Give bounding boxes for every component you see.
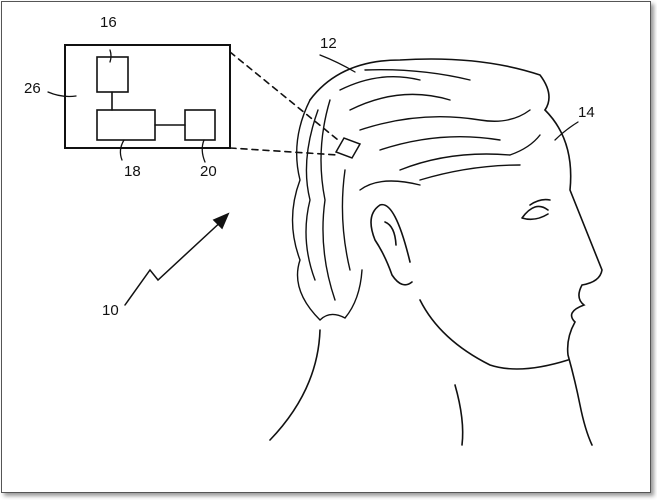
- component-20-box: [184, 109, 216, 141]
- leader-lines: [47, 49, 579, 163]
- label-26: 26: [24, 80, 41, 97]
- component-16-box: [96, 56, 129, 93]
- label-20: 20: [200, 163, 217, 180]
- label-16: 16: [100, 14, 117, 31]
- hair: [291, 69, 541, 321]
- enlarged-device-box: [64, 44, 231, 149]
- arrow-10: [124, 212, 230, 306]
- label-10: 10: [102, 302, 119, 319]
- implanted-device: [334, 137, 362, 159]
- component-18-box: [96, 109, 156, 141]
- dashed-projection-lines: [229, 51, 339, 156]
- label-12: 12: [320, 35, 337, 52]
- label-14: 14: [578, 104, 595, 121]
- label-18: 18: [124, 163, 141, 180]
- head-outline: [269, 58, 603, 446]
